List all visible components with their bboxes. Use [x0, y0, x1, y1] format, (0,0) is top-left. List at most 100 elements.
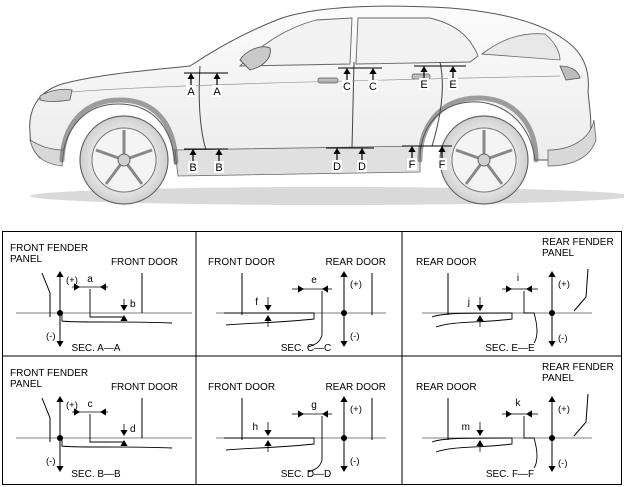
- flush-arrowhead: [476, 430, 484, 436]
- gap-label: k: [516, 398, 522, 409]
- section-marker-f: F: [437, 146, 447, 171]
- marker-arrowhead: [408, 146, 416, 152]
- minus-arrowhead: [56, 341, 64, 347]
- flush-arrowhead: [264, 305, 272, 311]
- marker-label-bg: [342, 80, 352, 92]
- marker-arrowhead: [187, 73, 195, 79]
- panel-label-line: REAR FENDER: [542, 362, 614, 373]
- plus-label: (+): [66, 400, 78, 411]
- headlight: [39, 88, 73, 102]
- pivot-dot: [549, 435, 555, 441]
- pivot-dot: [549, 310, 555, 316]
- panel-label-line: FRONT DOOR: [111, 257, 178, 268]
- marker-label-bg: [437, 158, 447, 170]
- gap-label: c: [88, 399, 93, 410]
- flush-label: h: [252, 422, 258, 433]
- panel-label-line: PANEL: [10, 254, 42, 265]
- flush-arrowhead: [264, 315, 272, 321]
- fender-edge: [573, 268, 589, 312]
- section-marker-b: B: [214, 149, 224, 174]
- marker-arrowhead: [438, 146, 446, 152]
- gap-arrowhead: [74, 408, 80, 416]
- section-title: SEC. C—C: [281, 343, 332, 354]
- panel-label-line: FRONT FENDER: [10, 243, 88, 254]
- marker-letter: F: [409, 159, 416, 171]
- panel-label-line: REAR DOOR: [325, 382, 386, 393]
- panel-label-line: REAR DOOR: [416, 382, 477, 393]
- pivot-dot: [341, 435, 347, 441]
- pivot-dot: [341, 310, 347, 316]
- marker-arrowhead: [358, 148, 366, 154]
- minus-arrowhead: [548, 341, 556, 347]
- section-marker-f: F: [407, 146, 417, 171]
- minus-label: (-): [558, 458, 568, 469]
- minus-arrowhead: [56, 466, 64, 472]
- marker-arrowhead: [449, 66, 457, 72]
- rear-bumper: [547, 119, 597, 167]
- flush-arrowhead: [120, 440, 128, 446]
- marker-label-bg: [332, 160, 342, 172]
- door-profile: [224, 312, 315, 326]
- marker-arrowhead: [420, 66, 428, 72]
- minus-label: (-): [350, 331, 360, 342]
- front-door-seam: [198, 65, 207, 151]
- minus-arrowhead: [548, 466, 556, 472]
- flush-arrowhead: [120, 430, 128, 436]
- flush-label: m: [462, 422, 470, 433]
- marker-letter: A: [213, 86, 221, 98]
- fender-edge: [573, 393, 589, 437]
- minus-label: (-): [558, 333, 568, 344]
- flush-arrowhead: [476, 440, 484, 446]
- panel-label-line: FRONT DOOR: [111, 382, 178, 393]
- section-marker-a: A: [186, 73, 196, 98]
- minus-arrowhead: [340, 341, 348, 347]
- marker-letter: E: [449, 79, 456, 91]
- front-wheel-arch: [59, 97, 179, 165]
- plus-label: (+): [350, 279, 362, 290]
- marker-label-bg: [357, 160, 367, 172]
- plus-label: (+): [558, 279, 570, 290]
- gap-arrowhead: [506, 285, 512, 293]
- pivot-dot: [57, 310, 63, 316]
- rear-door-profile: [307, 291, 323, 348]
- panel-label-line: FRONT FENDER: [10, 368, 88, 379]
- flush-arrowhead: [120, 305, 128, 311]
- marker-label-bg: [188, 161, 198, 173]
- section-marker-e: E: [448, 66, 458, 91]
- door-profile: [431, 312, 513, 328]
- marker-arrowhead: [369, 68, 377, 74]
- panel-flange: [89, 414, 124, 443]
- gap-label: i: [517, 273, 519, 284]
- pivot-dot: [57, 435, 63, 441]
- gap-arrowhead: [506, 410, 512, 418]
- marker-letter: B: [215, 162, 222, 174]
- section-title: SEC. F—F: [486, 469, 534, 480]
- plus-arrowhead: [548, 396, 556, 402]
- marker-label-bg: [407, 158, 417, 170]
- section-marker-b: B: [188, 149, 198, 174]
- front-wheel: [79, 115, 169, 205]
- marker-label-bg: [212, 85, 222, 97]
- side-mirror: [239, 46, 271, 71]
- marker-letter: D: [358, 161, 366, 173]
- plus-arrowhead: [56, 271, 64, 277]
- section-title: SEC. A—A: [72, 343, 121, 354]
- rear-window: [355, 17, 479, 65]
- flush-arrowhead: [264, 440, 272, 446]
- plus-label: (+): [558, 404, 570, 415]
- rocker-cladding: [174, 145, 421, 177]
- panel-label-line: REAR DOOR: [325, 257, 386, 268]
- minus-label: (-): [46, 331, 56, 342]
- gap-label: g: [311, 400, 317, 411]
- panel-label-line: FRONT DOOR: [208, 257, 275, 268]
- section-marker-e: E: [419, 66, 429, 91]
- front-door-handle: [317, 77, 339, 84]
- rear-door-back-seam: [431, 61, 443, 147]
- plus-arrowhead: [340, 271, 348, 277]
- plus-label: (+): [350, 404, 362, 415]
